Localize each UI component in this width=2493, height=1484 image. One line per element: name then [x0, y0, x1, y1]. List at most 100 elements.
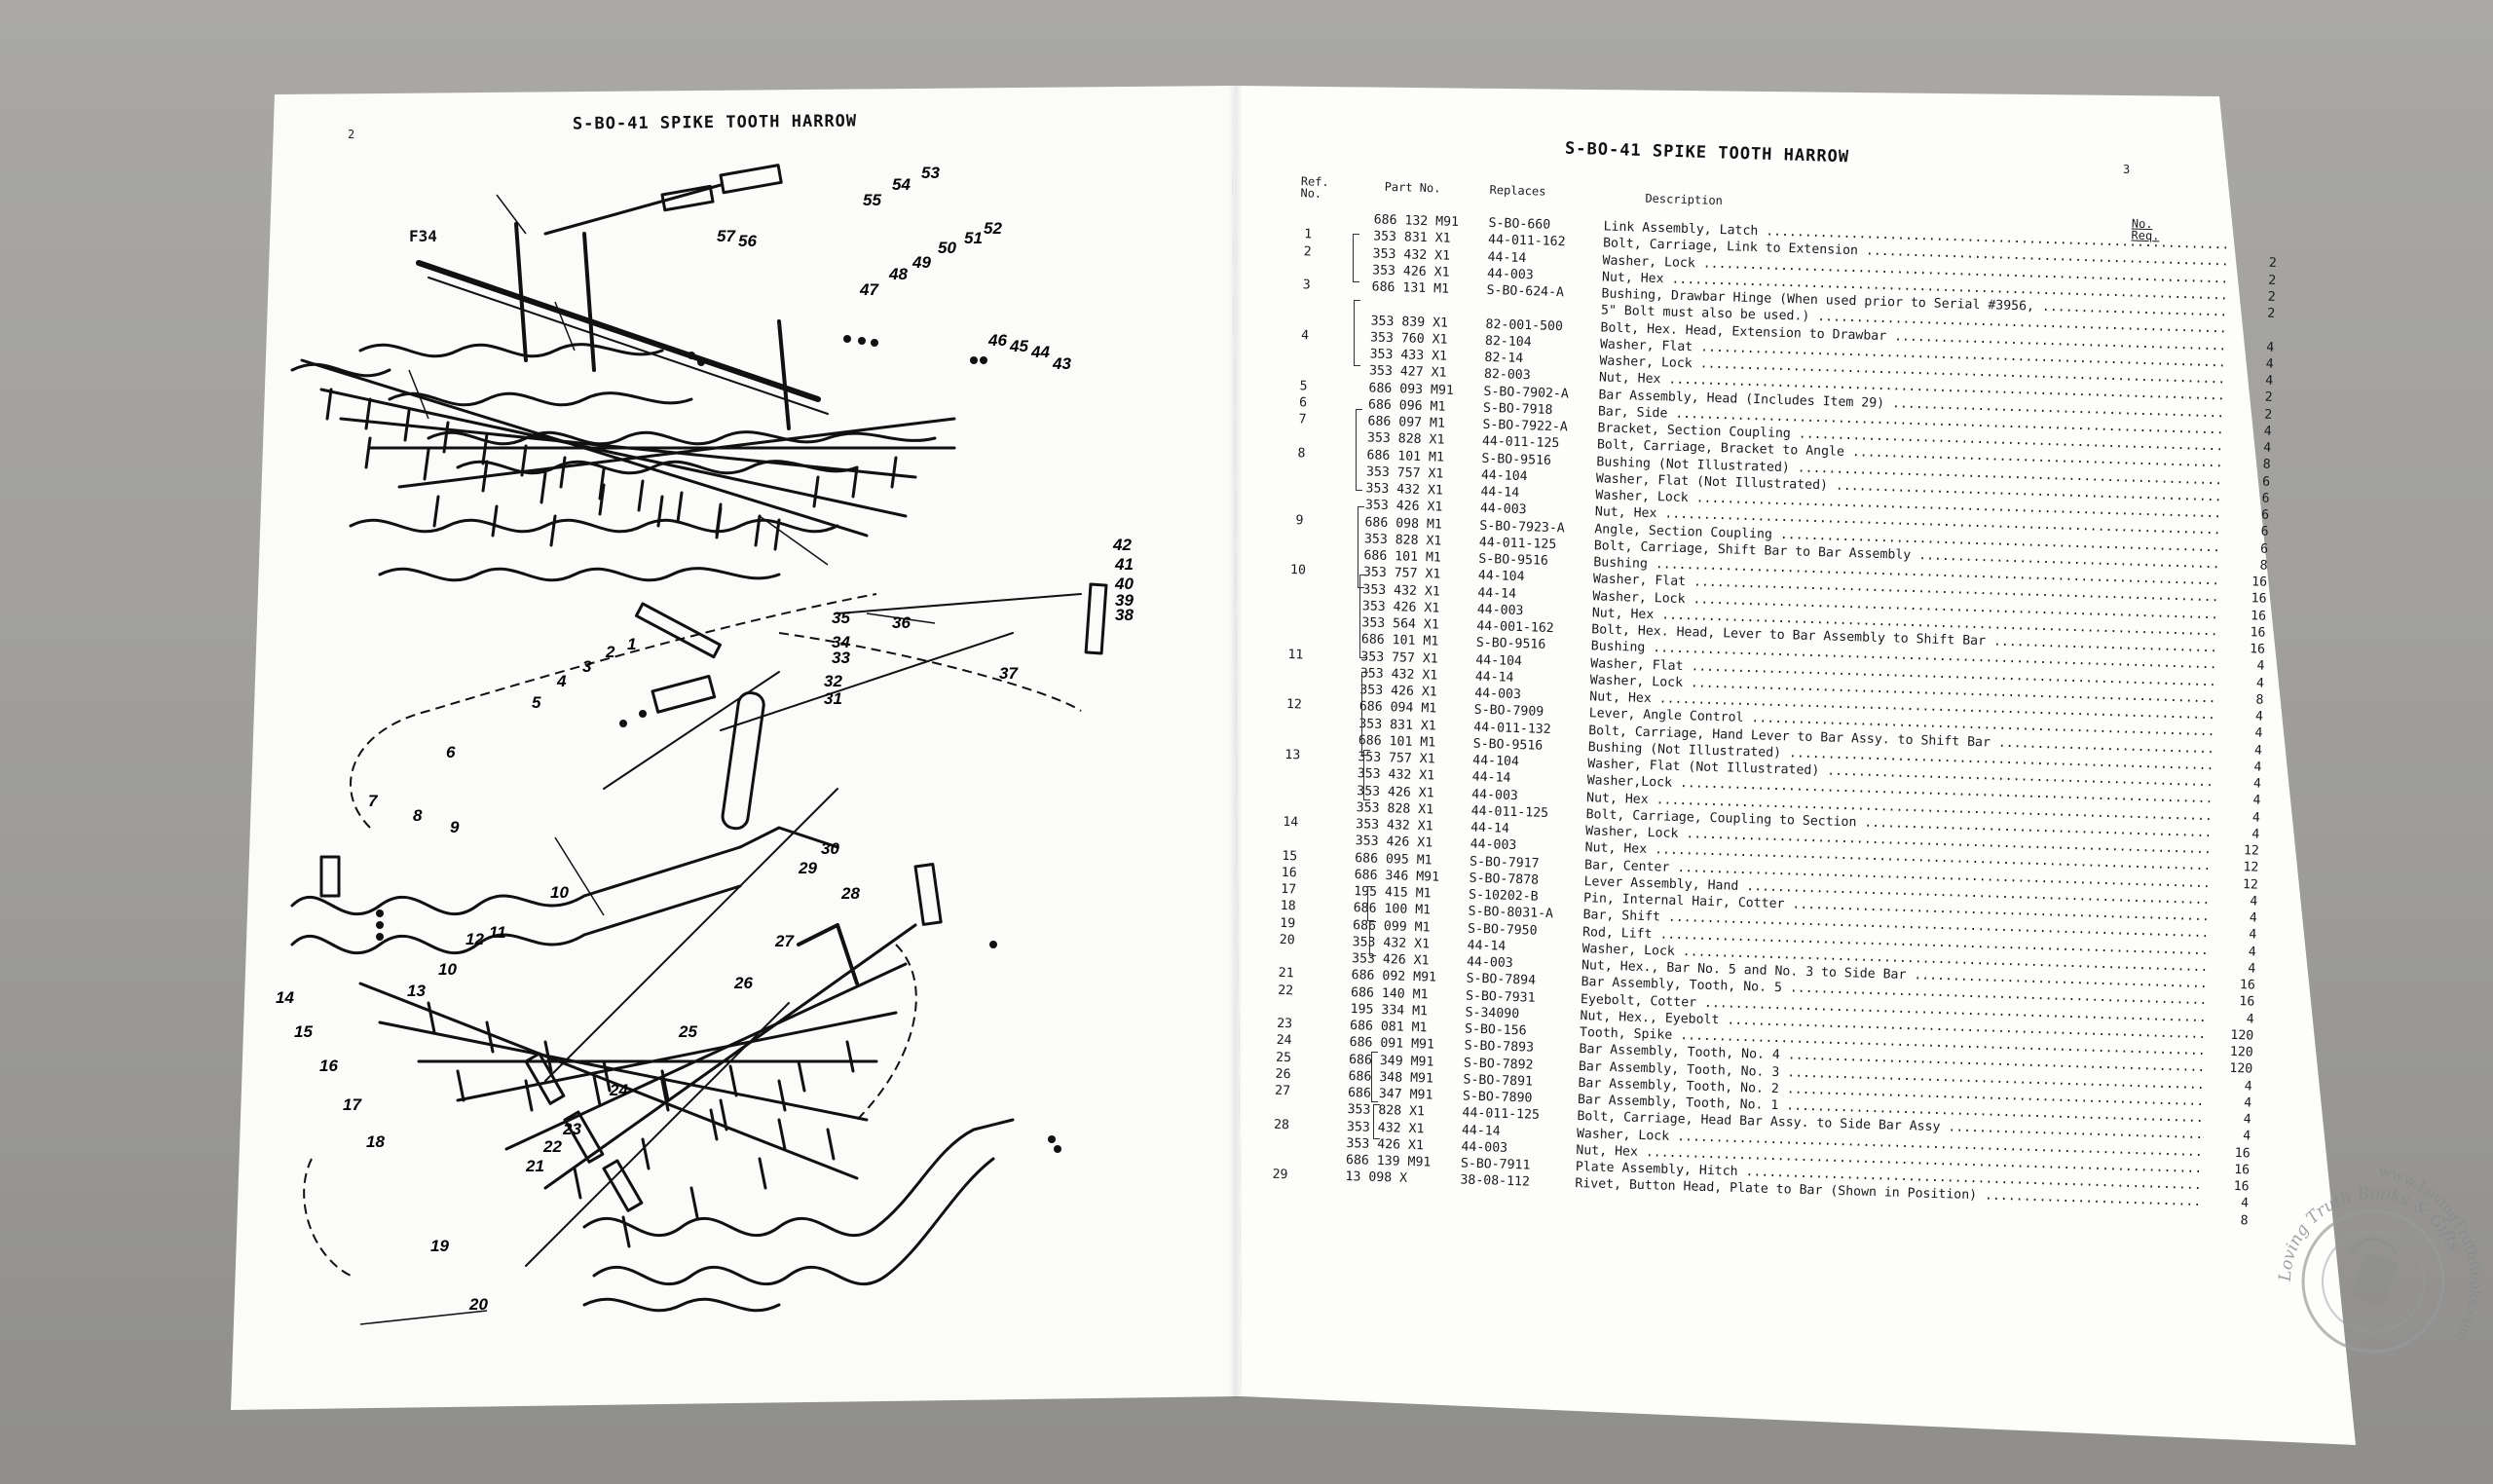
replaces-number: S-BO-7918	[1482, 400, 1553, 418]
part-number: 686 140 M1	[1350, 984, 1429, 1002]
right-page-number: 3	[2123, 163, 2131, 176]
quantity-required: 2	[2263, 407, 2273, 423]
quantity-required: 12	[2243, 860, 2259, 875]
ref-number: 28	[1273, 1117, 1290, 1132]
replaces-number: S-BO-9516	[1481, 451, 1552, 468]
replaces-number: S-BO-7911	[1460, 1156, 1531, 1173]
col-part-header: Part No.	[1384, 179, 1441, 196]
callout-6: 6	[446, 743, 456, 761]
part-number: 353 433 X1	[1369, 347, 1448, 364]
callout-35: 35	[832, 609, 850, 627]
callout-27: 27	[775, 932, 794, 950]
group-brace	[1361, 672, 1368, 756]
replaces-number: 44-104	[1480, 467, 1528, 484]
callout-5: 5	[532, 693, 541, 712]
replaces-number: S-BO-7931	[1465, 988, 1536, 1006]
ref-number: 6	[1298, 394, 1308, 411]
quantity-required: 4	[2240, 1196, 2250, 1211]
part-number: 353 828 X1	[1356, 799, 1434, 818]
replaces-number: S-34090	[1465, 1005, 1520, 1021]
ref-number: 24	[1276, 1033, 1292, 1049]
quantity-required: 4	[2253, 742, 2263, 759]
ref-number: 3	[1302, 278, 1311, 293]
ref-number: 9	[1295, 512, 1304, 528]
quantity-required: 2	[2268, 273, 2277, 288]
callout-34: 34	[832, 633, 850, 651]
quantity-required: 4	[2248, 961, 2256, 977]
group-brace	[1369, 921, 1376, 956]
quantity-required: 4	[2242, 1129, 2251, 1144]
callout-33: 33	[832, 649, 850, 667]
replaces-number: 82-003	[1483, 367, 1531, 384]
callout-54: 54	[892, 175, 911, 194]
ref-number: 10	[1289, 563, 1307, 578]
ref-number: 20	[1279, 932, 1295, 948]
ref-number	[1284, 530, 1314, 531]
part-number: 686 101 M1	[1363, 548, 1442, 566]
ref-number	[1283, 597, 1312, 598]
ref-number	[1286, 479, 1316, 480]
quantity-required: 16	[2234, 1145, 2251, 1162]
quantity-required: 4	[2256, 658, 2265, 675]
ref-number: 2	[1303, 243, 1312, 260]
replaces-number: 44-011-125	[1470, 803, 1549, 821]
part-number: 686 101 M1	[1358, 732, 1436, 751]
col-description-header: Description	[1645, 191, 1724, 208]
ref-number: 4	[1300, 328, 1310, 344]
callout-17: 17	[343, 1095, 361, 1114]
replaces-number: 44-011-125	[1478, 535, 1557, 552]
parts-list-table: Ref. No. Part No. Replaces Description N…	[1265, 174, 2277, 1230]
ref-number: 1	[1303, 227, 1313, 242]
lower-side-bar-2	[582, 1118, 1015, 1238]
replaces-number: 44-14	[1487, 249, 1527, 266]
quantity-required: 8	[2240, 1212, 2249, 1229]
replaces-number: S-BO-624-A	[1486, 282, 1565, 301]
callout-43: 43	[1053, 354, 1071, 373]
part-number: 353 564 X1	[1361, 615, 1439, 633]
callout-10b: 10	[438, 960, 457, 979]
quantity-required: 4	[2249, 927, 2257, 943]
group-brace	[1353, 234, 1359, 282]
ref-number: 8	[1297, 445, 1306, 461]
part-number: 353 828 X1	[1347, 1102, 1426, 1120]
ref-number	[1284, 546, 1314, 547]
callout-16: 16	[319, 1057, 338, 1075]
part-number: 353 757 X1	[1362, 565, 1441, 582]
ref-number	[1285, 496, 1315, 497]
replaces-number: 44-104	[1472, 753, 1520, 770]
part-number: 353 432 X1	[1352, 934, 1431, 952]
quantity-required: 4	[2266, 340, 2275, 355]
part-number: 686 095 M1	[1355, 850, 1433, 868]
ref-number	[1294, 210, 1323, 211]
replaces-number: 44-011-125	[1462, 1105, 1541, 1124]
quantity-required: 120	[2230, 1027, 2254, 1044]
part-number: 353 839 X1	[1370, 313, 1449, 331]
quantity-required: 2	[2268, 255, 2277, 272]
part-number: 686 098 M1	[1364, 514, 1443, 533]
replaces-number: S-BO-7922-A	[1482, 417, 1569, 435]
group-brace	[1367, 886, 1374, 921]
quantity-required: 16	[2233, 1179, 2250, 1195]
replaces-number: S-BO-7878	[1469, 871, 1540, 888]
part-number: 353 426 X1	[1364, 498, 1443, 515]
callout-19: 19	[430, 1237, 449, 1255]
callout-51: 51	[964, 229, 983, 247]
group-brace	[1358, 506, 1364, 588]
ref-number	[1268, 1100, 1297, 1101]
part-number: 686 099 M1	[1352, 917, 1431, 935]
part-number: 686 096 M1	[1367, 397, 1446, 415]
ref-number	[1286, 463, 1316, 464]
callout-25: 25	[679, 1022, 697, 1041]
quantity-required: 4	[2249, 910, 2258, 926]
ref-number: 27	[1274, 1083, 1291, 1099]
quantity-required: 4	[2265, 356, 2274, 372]
upper-side-bar-top	[358, 343, 664, 358]
callout-23: 23	[563, 1120, 581, 1138]
ref-number	[1290, 345, 1320, 346]
ref-number: 26	[1275, 1066, 1291, 1083]
callout-37: 37	[999, 664, 1018, 683]
callout-32: 32	[824, 672, 842, 690]
quantity-required: 16	[2251, 591, 2267, 608]
quantity-required: 16	[2251, 575, 2268, 590]
ref-number: 5	[1299, 378, 1308, 393]
